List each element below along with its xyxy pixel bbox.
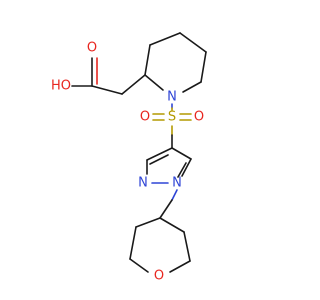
- bond-pyz-c4-c3: [146, 147, 173, 161]
- bond-pyz-c5-n1: [181, 158, 192, 177]
- atom-o-hydroxyl: HO: [51, 79, 71, 94]
- bond-pip-3: [179, 32, 207, 53]
- bond-pyz-c4-c3-inner: [149, 154, 169, 165]
- bond-n1-oxane-b: [159, 199, 173, 219]
- molecule-diagram: O HO N S O O N N O: [50, 32, 207, 284]
- bond-ox-5: [183, 231, 191, 262]
- bond-pip-6: [144, 74, 164, 91]
- structure-svg: O HO N S O O N N O: [51, 32, 207, 284]
- atom-o-sulfonyl-left: O: [140, 110, 150, 125]
- bond-pip-5: [182, 81, 202, 93]
- bond-pyz-c5-n1-inner: [177, 162, 187, 178]
- bond-ox-6: [169, 260, 191, 273]
- atom-o-carbonyl: O: [87, 41, 97, 56]
- atom-n-piperidine: N: [167, 90, 177, 105]
- bond-pip-2: [149, 32, 181, 46]
- bond-acid-ch2: [91, 85, 123, 95]
- bond-pip-1: [144, 44, 151, 76]
- atom-n-pyrazole-2: N: [138, 176, 148, 191]
- atom-n-pyrazole-1: N: [172, 176, 182, 191]
- bond-ox-2: [129, 226, 137, 260]
- atom-o-oxane: O: [154, 269, 164, 284]
- atom-s-sulfonyl: S: [168, 110, 176, 125]
- bond-ox-1: [135, 217, 161, 228]
- bond-n1-oxane: [171, 189, 178, 201]
- atom-o-sulfonyl-right: O: [194, 110, 204, 125]
- bond-pip-4: [200, 51, 207, 83]
- bond-ox-3: [129, 258, 149, 273]
- bond-ox-4: [159, 217, 185, 233]
- bond-ch2-c2: [121, 74, 146, 95]
- bond-pyz-c4-c5: [171, 147, 192, 160]
